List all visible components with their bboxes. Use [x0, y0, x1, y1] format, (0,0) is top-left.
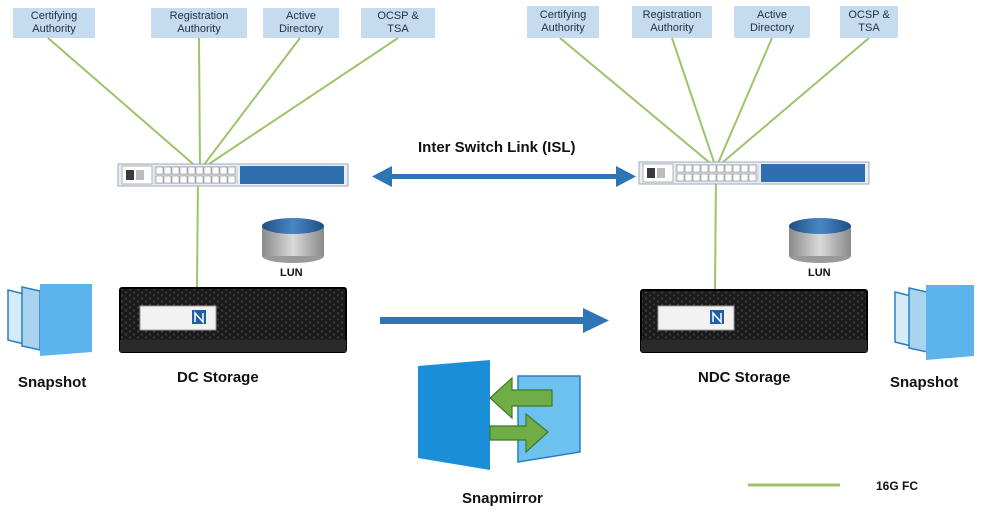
snapmirror-label: Snapmirror [462, 490, 543, 507]
dc-storage-label: DC Storage [177, 369, 259, 386]
replication-arrow [380, 308, 609, 333]
ndc-storage-label: NDC Storage [698, 369, 791, 386]
right-fc-links [559, 37, 870, 291]
left-active-directory-box: Active Directory [263, 8, 339, 38]
right-lun-icon [789, 218, 851, 263]
right-registration-authority-box: Registration Authority [632, 6, 712, 38]
right-fc-switch [638, 161, 870, 185]
fc-link [47, 37, 201, 171]
dc-storage-array [119, 287, 347, 353]
fc-link [715, 37, 773, 169]
fc-link [199, 37, 399, 171]
fc-link [198, 37, 201, 171]
left-ocsp-tsa-box: OCSP & TSA [361, 8, 435, 38]
left-snapshot-icon [7, 284, 92, 356]
snapmirror-icon [418, 360, 581, 470]
left-lun-icon [262, 218, 324, 263]
right-snapshot-label: Snapshot [890, 374, 959, 391]
legend-label: 16G FC [876, 479, 919, 493]
fc-link [199, 37, 301, 171]
fc-link [714, 175, 717, 291]
left-snapshot-label: Snapshot [18, 374, 87, 391]
fc-link [196, 177, 199, 289]
left-lun-label: LUN [280, 267, 303, 279]
right-active-directory-box: Active Directory [734, 6, 810, 38]
left-fc-switch [117, 163, 349, 187]
right-ocsp-tsa-box: OCSP & TSA [840, 6, 898, 38]
left-fc-links [47, 37, 399, 289]
fc-link [715, 37, 870, 169]
left-certifying-authority-box: Certifying Authority [13, 8, 95, 38]
isl-label: Inter Switch Link (ISL) [418, 139, 576, 156]
right-lun-label: LUN [808, 267, 831, 279]
right-snapshot-icon [894, 285, 974, 360]
ndc-storage-array [640, 289, 868, 353]
fc-link [671, 37, 717, 169]
left-registration-authority-box: Registration Authority [151, 8, 247, 38]
fc-link [559, 37, 717, 169]
isl-arrow [372, 166, 636, 187]
right-certifying-authority-box: Certifying Authority [527, 6, 599, 38]
